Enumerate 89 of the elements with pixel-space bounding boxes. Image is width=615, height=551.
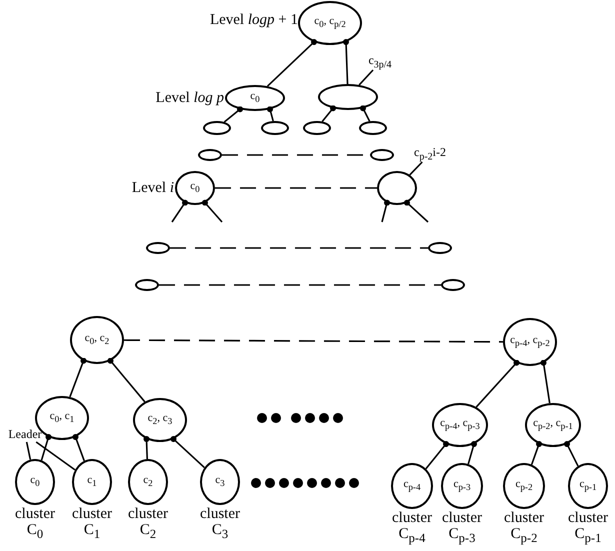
cluster-node-ellipse — [146, 242, 170, 254]
leader-line — [36, 441, 76, 470]
cluster-label: cluster C$_{p-1}$ — [567, 510, 609, 546]
tree-branch — [360, 105, 370, 122]
cluster-node-ellipse — [370, 149, 394, 161]
tree-branch — [171, 200, 188, 222]
cluster-label: cluster C$_{p-2}$ — [503, 510, 545, 546]
leader-line — [409, 161, 423, 176]
node-label: c$_{2}$ — [143, 475, 153, 489]
cluster-label: cluster C$_{p-4}$ — [391, 510, 433, 546]
node-label: c$_{0}$, c$_{1}$ — [50, 411, 74, 425]
cluster-node-ellipse — [525, 403, 581, 447]
callout-label: Leader — [8, 428, 42, 440]
cluster-node-ellipse — [200, 459, 240, 505]
node-label: c$_{2}$, c$_{3}$ — [148, 413, 172, 427]
cluster-node-ellipse — [261, 121, 289, 135]
tree-branch — [108, 358, 146, 402]
cluster-label: cluster C$_{2}$ — [127, 506, 169, 542]
tree-branch — [343, 39, 349, 84]
cluster-label: cluster C$_{3}$ — [199, 506, 241, 542]
dashed-link — [215, 187, 377, 189]
node-label: c$_{p-2}$, c$_{p-1}$ — [533, 418, 573, 432]
dashed-link — [159, 284, 441, 286]
node-label: c$_{p-1}$ — [579, 479, 597, 493]
cluster-label: cluster C$_{1}$ — [71, 506, 113, 542]
callout-label: c$_{3p/4}$ — [368, 54, 392, 71]
node-label: c$_{p-3}$ — [453, 479, 471, 493]
cluster-node-ellipse — [303, 121, 331, 135]
level-label: Level i — [130, 180, 174, 196]
cluster-node-ellipse — [441, 279, 465, 291]
node-label: c$_{3}$ — [215, 475, 225, 489]
cluster-node-ellipse — [377, 171, 417, 205]
tree-branch — [381, 200, 390, 222]
cluster-node-ellipse — [203, 121, 231, 135]
cluster-node-ellipse — [135, 279, 159, 291]
cluster-label: cluster C$_{p-3}$ — [441, 510, 483, 546]
node-label: c$_{0}$ — [250, 91, 260, 105]
cluster-node-ellipse — [72, 459, 112, 505]
tree-branch — [267, 106, 274, 122]
cluster-node-ellipse — [428, 242, 452, 254]
cluster-node-ellipse — [318, 84, 378, 110]
tree-branch — [202, 200, 223, 223]
dashed-link — [124, 339, 503, 343]
dashed-link — [170, 247, 428, 249]
tree-branch — [468, 441, 477, 464]
node-label: c$_{p-4}$, c$_{p-2}$ — [510, 335, 550, 349]
cluster-node-ellipse — [128, 459, 168, 505]
tree-branch — [170, 436, 205, 468]
node-label: c$_{0}$, c$_{p/2}$ — [314, 16, 346, 30]
cluster-node-ellipse — [568, 463, 608, 509]
node-label: c$_{0}$ — [30, 475, 40, 489]
cluster-node-ellipse — [298, 1, 362, 45]
cluster-node-ellipse — [198, 149, 222, 161]
tree-branch — [224, 106, 243, 123]
tree-branch — [322, 105, 336, 122]
cluster-node-ellipse — [133, 398, 187, 442]
tree-branch — [144, 436, 150, 460]
node-label: c$_{1}$ — [87, 475, 97, 489]
cluster-node-ellipse — [359, 121, 387, 135]
tree-branch — [40, 434, 52, 460]
node-label: c$_{0}$, c$_{2}$ — [84, 333, 110, 347]
leader-line — [26, 442, 32, 460]
tree-branch — [404, 200, 429, 223]
cluster-node-ellipse — [432, 403, 488, 447]
leader-line — [358, 69, 374, 86]
cluster-node-ellipse — [391, 463, 433, 509]
tree-branch — [72, 434, 85, 462]
node-label: c$_{p-4}$ — [403, 479, 421, 493]
node-label: c$_{p-2}$ — [515, 479, 533, 493]
cluster-node-ellipse — [70, 316, 124, 364]
tree-branch — [425, 441, 449, 470]
level-label: Level log p — [154, 90, 224, 106]
tree-branch — [266, 39, 317, 87]
cluster-node-ellipse — [175, 171, 215, 205]
cluster-node-ellipse — [503, 463, 545, 509]
tree-branch — [540, 360, 550, 404]
node-label: c$_{0}$ — [190, 181, 200, 195]
level-label: Level logp + 1 — [208, 12, 298, 28]
tree-branch — [564, 441, 579, 466]
cluster-label: cluster C$_{0}$ — [14, 506, 56, 542]
node-label: c$_{p-4}$, c$_{p-3}$ — [440, 418, 480, 432]
callout-label: c$_{p-2}$i-2 — [414, 146, 446, 162]
tree-branch — [530, 441, 542, 465]
cluster-node-ellipse — [441, 463, 483, 509]
cluster-node-ellipse — [503, 318, 557, 366]
cluster-node-ellipse — [225, 85, 285, 111]
tree-branch — [476, 360, 520, 408]
tree-branch — [69, 358, 86, 398]
cluster-node-ellipse — [15, 459, 55, 505]
